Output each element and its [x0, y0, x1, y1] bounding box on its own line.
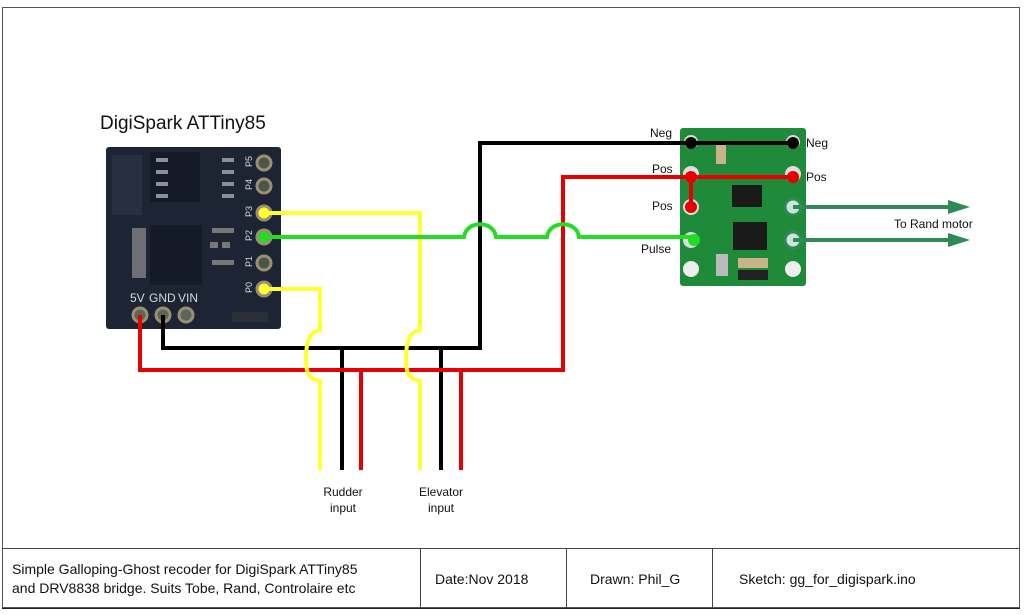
- digispark-pin-header: [255, 154, 273, 298]
- title-block-description: Simple Galloping-Ghost recoder for DigiS…: [2, 549, 421, 608]
- pin-label-p2: P2: [244, 230, 254, 241]
- wire-power-main: [138, 175, 793, 372]
- pin-label-p3: P3: [244, 206, 254, 217]
- description-line-1: Simple Galloping-Ghost recoder for DigiS…: [12, 560, 358, 577]
- label-elevator-input-line2: input: [428, 501, 455, 515]
- label-pulse: Pulse: [641, 242, 671, 256]
- pin-label-5v: 5V: [130, 291, 145, 305]
- wire-signal-elevator: [264, 211, 422, 470]
- pin-label-p1: P1: [244, 256, 254, 267]
- label-output: To Rand motor: [894, 217, 973, 231]
- arrow-motor-a-icon: [948, 200, 970, 214]
- wire-pulse: [264, 222, 691, 239]
- pin-label-p4: P4: [244, 179, 254, 190]
- wire-signal-rudder: [264, 287, 322, 470]
- drawing-frame: [2, 7, 1020, 608]
- label-pos-left-mid: Pos: [652, 199, 673, 213]
- label-pos-right: Pos: [806, 170, 827, 184]
- pin-label-p5: P5: [244, 156, 254, 167]
- dot-pulse: [688, 234, 700, 246]
- label-neg-left: Neg: [650, 126, 672, 140]
- title-block: Simple Galloping-Ghost recoder for DigiS…: [2, 548, 1020, 609]
- wire-ground-main: [161, 141, 793, 350]
- dot-pos-left-top: [685, 171, 697, 183]
- title-block-date: Date:Nov 2018: [421, 549, 567, 608]
- label-elevator-input-line1: Elevator: [419, 485, 463, 499]
- label-neg-right: Neg: [806, 136, 828, 150]
- digispark-title: DigiSpark ATTiny85: [100, 113, 266, 134]
- pin-label-gnd: GND: [149, 291, 176, 305]
- dot-neg-left: [685, 137, 697, 149]
- dot-pos-left-mid: [685, 201, 697, 213]
- description-line-2: and DRV8838 bridge. Suits Tobe, Rand, Co…: [12, 579, 356, 596]
- label-rudder-input-line2: input: [330, 501, 357, 515]
- title-block-sketch: Sketch: gg_for_digispark.ino: [739, 570, 916, 587]
- drv8838-board: [680, 128, 806, 286]
- label-pos-left-top: Pos: [652, 162, 673, 176]
- dot-neg-right: [787, 137, 799, 149]
- pin-label-vin: VIN: [178, 291, 198, 305]
- title-block-drawn: Drawn: Phil_G: [567, 549, 713, 608]
- pin-label-p0: P0: [244, 282, 254, 293]
- digispark-board: P5 P4 P3 P2 P1 P0 5V GND VIN: [106, 147, 281, 329]
- dot-pos-right: [787, 171, 799, 183]
- arrow-motor-b-icon: [948, 233, 970, 247]
- label-rudder-input-line1: Rudder: [323, 485, 362, 499]
